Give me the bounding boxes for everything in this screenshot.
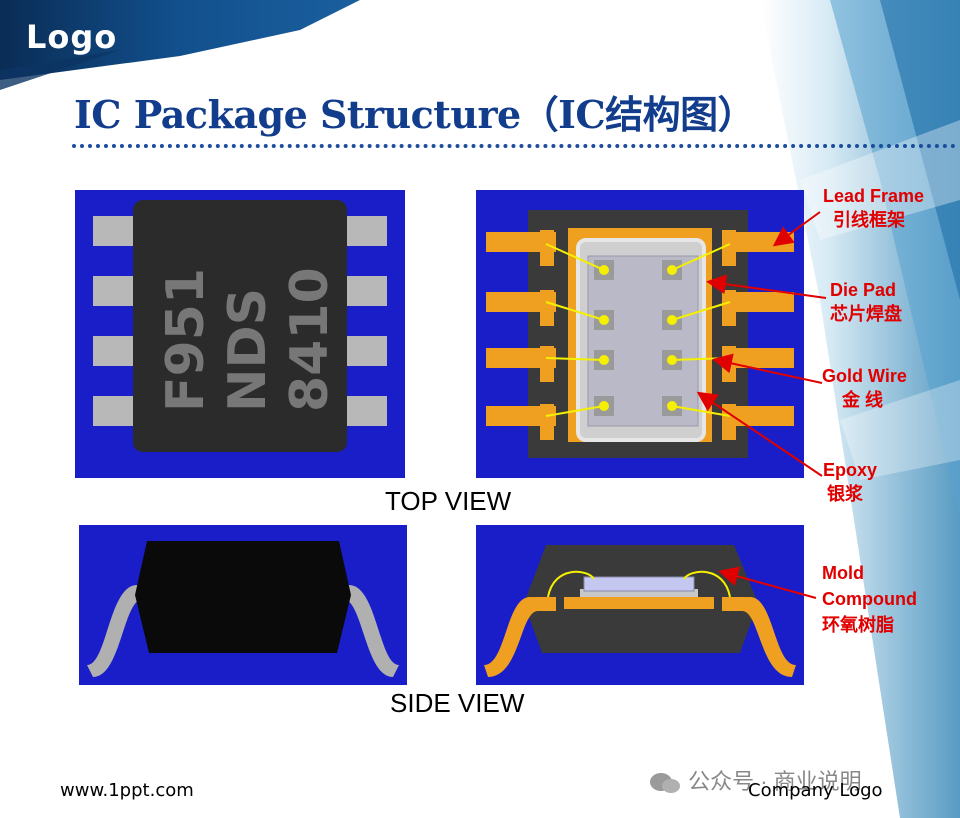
title-divider [72,144,956,148]
package-pins-right [347,216,387,426]
logo: Logo [26,18,118,56]
side-package-body [135,541,351,653]
top-view-exterior: F951 NDS 8410 [75,190,405,478]
chip-marking-line2: NDS [218,288,278,412]
callout-lead-frame-zh: 引线框架 [833,210,905,230]
callout-lead-frame-en: Lead Frame [823,186,925,206]
package-pins-left [93,216,133,426]
callout-gold-wire-en: Gold Wire [822,366,907,386]
callout-gold-wire-zh: 金 线 [842,390,884,410]
callout-die-pad-en: Die Pad [830,280,897,300]
lead-frame-leads [486,230,794,440]
footer-url[interactable]: www.1ppt.com [60,780,194,801]
callout-lead-frame: Lead Frame 引线框架 [823,184,924,232]
callout-die-pad: Die Pad 芯片焊盘 [830,278,902,326]
top-view-internal [476,190,804,478]
callout-epoxy-zh: 银浆 [827,484,863,504]
watermark-text: 公众号 · 商业说明 [688,769,862,794]
chip-marking-line3: 8410 [280,267,340,412]
callout-die-pad-zh: 芯片焊盘 [830,304,902,324]
side-view-label: SIDE VIEW [390,688,525,718]
side-view-exterior [79,525,407,685]
callout-mold-zh: 环氧树脂 [822,615,894,635]
callout-epoxy-en: Epoxy [823,460,878,480]
callout-gold-wire: Gold Wire 金 线 [822,364,907,412]
package-body [133,200,347,452]
callout-mold-compound: Mold Compound 环氧树脂 [822,560,917,638]
callout-epoxy: Epoxy 银浆 [823,458,877,506]
callout-mold-en1: Mold [822,563,864,583]
callout-mold-en2: Compound [822,589,917,609]
footer-watermark: 公众号 · 商业说明 [648,764,862,796]
top-view-label: TOP VIEW [385,486,512,516]
side-view-internal [476,525,804,685]
footer-company-logo: Company Logo [748,780,883,801]
page-title: IC Package Structure（IC结构图） [74,92,756,137]
wechat-icon [648,770,682,796]
chip-marking-line1: F951 [156,268,216,412]
